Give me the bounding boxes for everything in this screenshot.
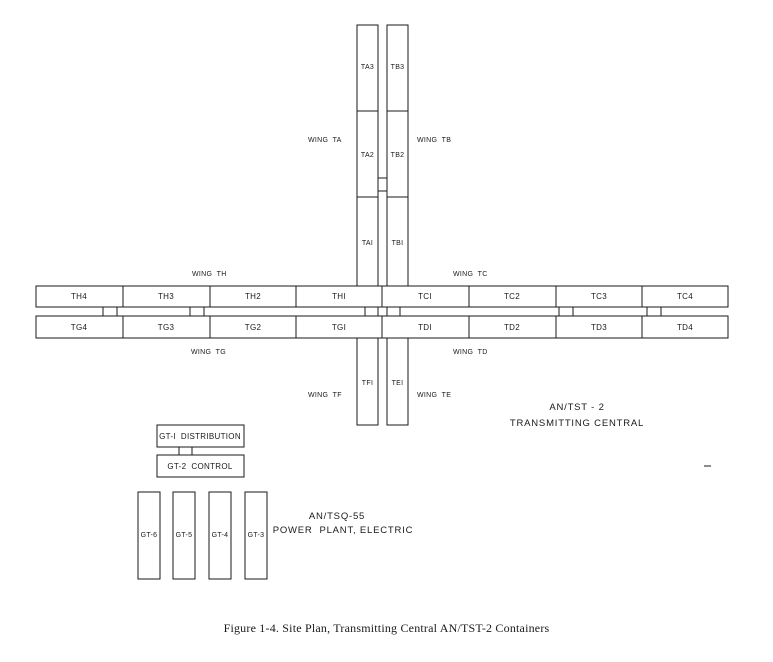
container-te1[interactable]: [386, 337, 409, 426]
container-th3-label: TH3: [158, 292, 174, 301]
row-th-tc: TH4 TH3 TH2 THI TCI TC2 TC3 TC4: [35, 285, 729, 308]
container-tc1-label: TCI: [418, 292, 432, 301]
column-tf-te: TFI TEI: [356, 337, 409, 426]
container-gt1-label: GT-I DISTRIBUTION: [159, 432, 241, 441]
container-gt6[interactable]: [137, 491, 161, 580]
wing-tc-label: WING TC: [453, 271, 488, 278]
wing-te-label: WING TE: [417, 392, 451, 399]
container-th4-label: TH4: [71, 292, 87, 301]
container-gt2-control[interactable]: [156, 454, 245, 478]
container-tc3-label: TC3: [591, 292, 607, 301]
power-plant-group: GT-I DISTRIBUTION GT-2 CONTROL GT-6 GT-5…: [137, 424, 414, 580]
container-tc4-label: TC4: [677, 292, 693, 301]
container-th1-label: THI: [332, 292, 346, 301]
container-tg3-label: TG3: [158, 323, 175, 332]
container-tb2-label: TB2: [391, 152, 405, 159]
container-gt5[interactable]: [172, 491, 196, 580]
column-tb: TB3 TB2 TBI: [386, 24, 409, 287]
figure-caption: Figure 1-4. Site Plan, Transmitting Cent…: [223, 621, 550, 635]
container-tb3-label: TB3: [391, 64, 405, 71]
connector-ta-tb: [377, 177, 388, 192]
wing-td-label: WING TD: [453, 349, 488, 356]
container-td3-label: TD3: [591, 323, 607, 332]
wing-tf-label: WING TF: [308, 392, 342, 399]
container-td4-label: TD4: [677, 323, 693, 332]
container-th2-label: TH2: [245, 292, 261, 301]
container-gt2-label: GT-2 CONTROL: [167, 462, 232, 471]
container-tf1[interactable]: [356, 337, 379, 426]
wing-tg-label: WING TG: [191, 349, 226, 356]
container-te1-label: TEI: [392, 380, 404, 387]
container-gt5-label: GT-5: [176, 532, 193, 539]
container-tg2-label: TG2: [245, 323, 262, 332]
container-tc2-label: TC2: [504, 292, 520, 301]
container-gt4-label: GT-4: [212, 532, 229, 539]
container-gt3[interactable]: [244, 491, 268, 580]
wing-ta-label: WING TA: [308, 137, 342, 144]
container-td4[interactable]: [641, 315, 729, 339]
container-gt6-label: GT-6: [141, 532, 158, 539]
wing-tb-label: WING TB: [417, 137, 451, 144]
container-ta1-label: TAI: [362, 240, 373, 247]
power-plant-title-line2: POWER PLANT, ELECTRIC: [273, 525, 414, 536]
column-ta: TA3 TA2 TAI: [356, 24, 379, 287]
container-tf1-label: TFI: [362, 380, 373, 387]
container-ta2-label: TA2: [361, 152, 374, 159]
transmitting-title-line2: TRANSMITTING CENTRAL: [510, 418, 644, 429]
row-tg-td: TG4 TG3 TG2 TGI TDI TD2 TD3 TD4: [35, 315, 729, 339]
container-tg4-label: TG4: [71, 323, 88, 332]
row-connectors: [102, 306, 662, 317]
container-tg1-label: TGI: [332, 323, 346, 332]
container-tc4[interactable]: [641, 285, 729, 308]
container-ta3-label: TA3: [361, 64, 374, 71]
power-plant-title-line1: AN/TSQ-55: [309, 511, 365, 522]
container-td2-label: TD2: [504, 323, 520, 332]
connector-gt1-gt2: [178, 446, 193, 456]
container-gt4[interactable]: [208, 491, 232, 580]
container-gt3-label: GT-3: [248, 532, 265, 539]
wing-th-label: WING TH: [192, 271, 227, 278]
container-tb1-label: TBI: [392, 240, 404, 247]
wing-labels: WING TA WING TB WING TH WING TC WING TG …: [191, 137, 488, 399]
container-gt1-distribution[interactable]: [156, 424, 245, 448]
transmitting-title-line1: AN/TST - 2: [549, 402, 604, 413]
transmitting-central-title: AN/TST - 2 TRANSMITTING CENTRAL: [510, 402, 644, 429]
container-td1-label: TDI: [418, 323, 432, 332]
